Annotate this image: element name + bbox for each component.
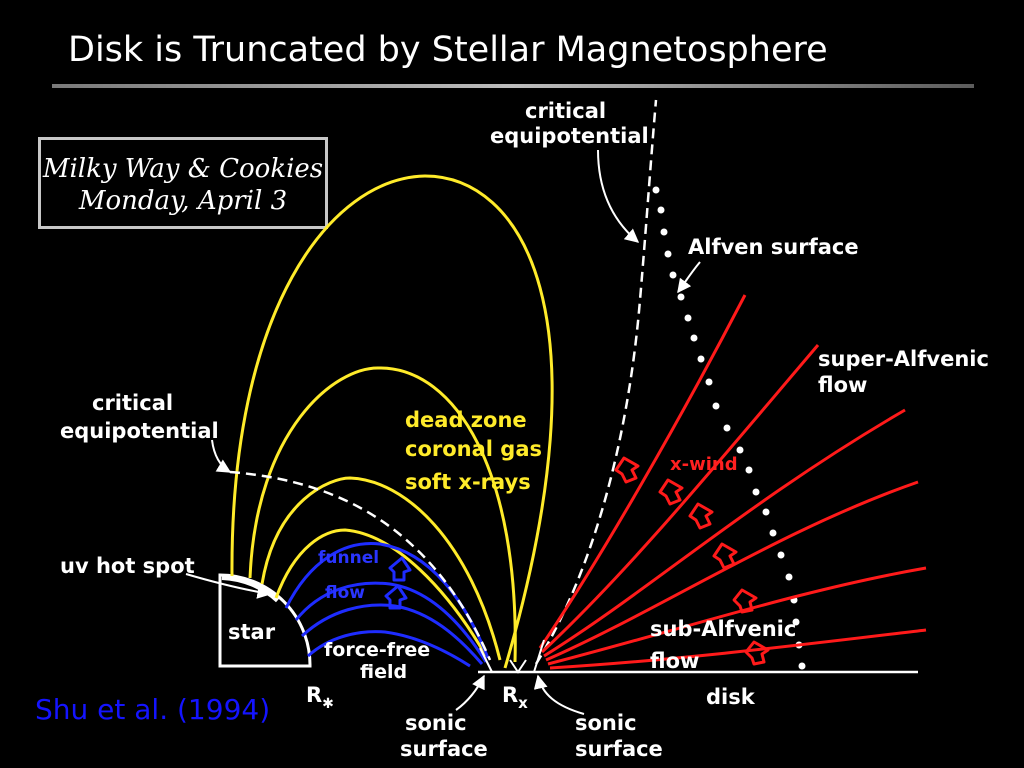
label-sonic-left-2: surface [400, 737, 488, 761]
label-r-x-main: R [502, 683, 518, 707]
label-sonic-left-1: sonic [405, 711, 467, 735]
wind-field-line-1 [538, 294, 747, 649]
citation: Shu et al. (1994) [35, 693, 271, 726]
funnel-arrow-2 [384, 584, 408, 610]
label-super-alfvenic-2: flow [818, 373, 867, 397]
wind-field-line-2 [540, 344, 820, 654]
label-sonic-right-1: sonic [575, 711, 637, 735]
label-soft-x-rays: soft x-rays [405, 470, 531, 494]
event-date: Monday, April 3 [78, 186, 288, 216]
funnel-field-line-2 [294, 581, 488, 663]
alfven-surface-dots [652, 186, 806, 670]
funnel-field-line-3 [300, 603, 484, 665]
label-uv-hot-spot: uv hot spot [60, 554, 195, 578]
rx-tick [509, 659, 527, 674]
closed-field-line-third [260, 476, 502, 661]
funnel-field-lines [284, 542, 490, 668]
label-r-x-sub: x [518, 694, 528, 712]
sonic-point-marks [479, 639, 545, 674]
pointer-sonic-left [455, 674, 485, 711]
label-disk: disk [706, 685, 756, 709]
event-note-box: Milky Way & Cookies Monday, April 3 [38, 137, 328, 229]
label-funnel-flow: flow [325, 583, 365, 603]
wind-arrow-4 [712, 542, 738, 570]
pointer-sonic-right [533, 674, 585, 715]
label-r-star-sub: ✱ [322, 696, 334, 712]
critical-equipotential-left-curve [229, 470, 492, 661]
title-divider [52, 84, 974, 88]
label-critical-left-2: equipotential [60, 419, 219, 443]
label-x-wind: x-wind [670, 454, 738, 475]
pointer-alfven [677, 261, 701, 294]
funnel-field-line-1 [284, 542, 490, 659]
closed-field-line-inner [274, 528, 488, 657]
label-critical-top-1: critical [525, 99, 606, 123]
funnel-arrow-1 [388, 556, 412, 582]
wind-field-lines [538, 294, 927, 670]
wind-field-line-5 [547, 566, 927, 666]
annotation-pointers [185, 149, 701, 715]
sonic-mark-right [533, 639, 545, 673]
wind-field-line-4 [545, 480, 919, 662]
wind-arrow-3 [688, 502, 714, 530]
label-critical-left-1: critical [92, 391, 173, 415]
label-dead-zone: dead zone [405, 408, 527, 432]
wind-field-line-3 [543, 408, 906, 658]
uv-hot-spot-marker [221, 574, 281, 603]
funnel-flow-arrows [384, 556, 412, 610]
label-coronal-gas: coronal gas [405, 437, 542, 461]
x-wind-arrows [614, 456, 770, 666]
wind-arrow-5 [732, 588, 758, 614]
label-sub-alfvenic: sub-Alfvenic [650, 617, 796, 641]
label-sonic-right-2: surface [575, 737, 663, 761]
label-force-free: force-free [324, 639, 430, 661]
slide-title: Disk is Truncated by Stellar Magnetosphe… [68, 30, 828, 70]
label-r-star-main: R [306, 683, 322, 707]
critical-equipotential-lines [229, 99, 658, 665]
critical-equipotential-right-curve [534, 99, 658, 665]
label-super-alfvenic-1: super-Alfvenic [818, 347, 989, 371]
funnel-field-line-4 [306, 630, 471, 668]
wind-field-line-6 [549, 628, 927, 670]
label-r-x: Rx [502, 683, 528, 712]
pointer-critical-left [211, 439, 232, 473]
label-field: field [360, 661, 407, 683]
label-star: star [228, 620, 276, 644]
wind-arrow-2 [658, 478, 684, 506]
label-critical-top-2: equipotential [490, 124, 649, 148]
closed-field-lines [230, 174, 554, 669]
pointer-uv-hot-spot [185, 573, 272, 599]
wind-arrow-6 [744, 640, 770, 666]
label-r-star: R✱ [306, 683, 334, 712]
label-alfven-surface: Alfven surface [688, 235, 859, 259]
wind-arrow-1 [614, 456, 640, 484]
pointer-critical-top [597, 149, 640, 243]
closed-field-line-middle [248, 366, 517, 663]
label-sub-alfvenic-flow: flow [650, 649, 699, 673]
sonic-mark-left [479, 647, 493, 673]
closed-field-line-outer [230, 174, 554, 669]
label-funnel: funnel [318, 548, 379, 568]
event-name: Milky Way & Cookies [42, 154, 324, 184]
